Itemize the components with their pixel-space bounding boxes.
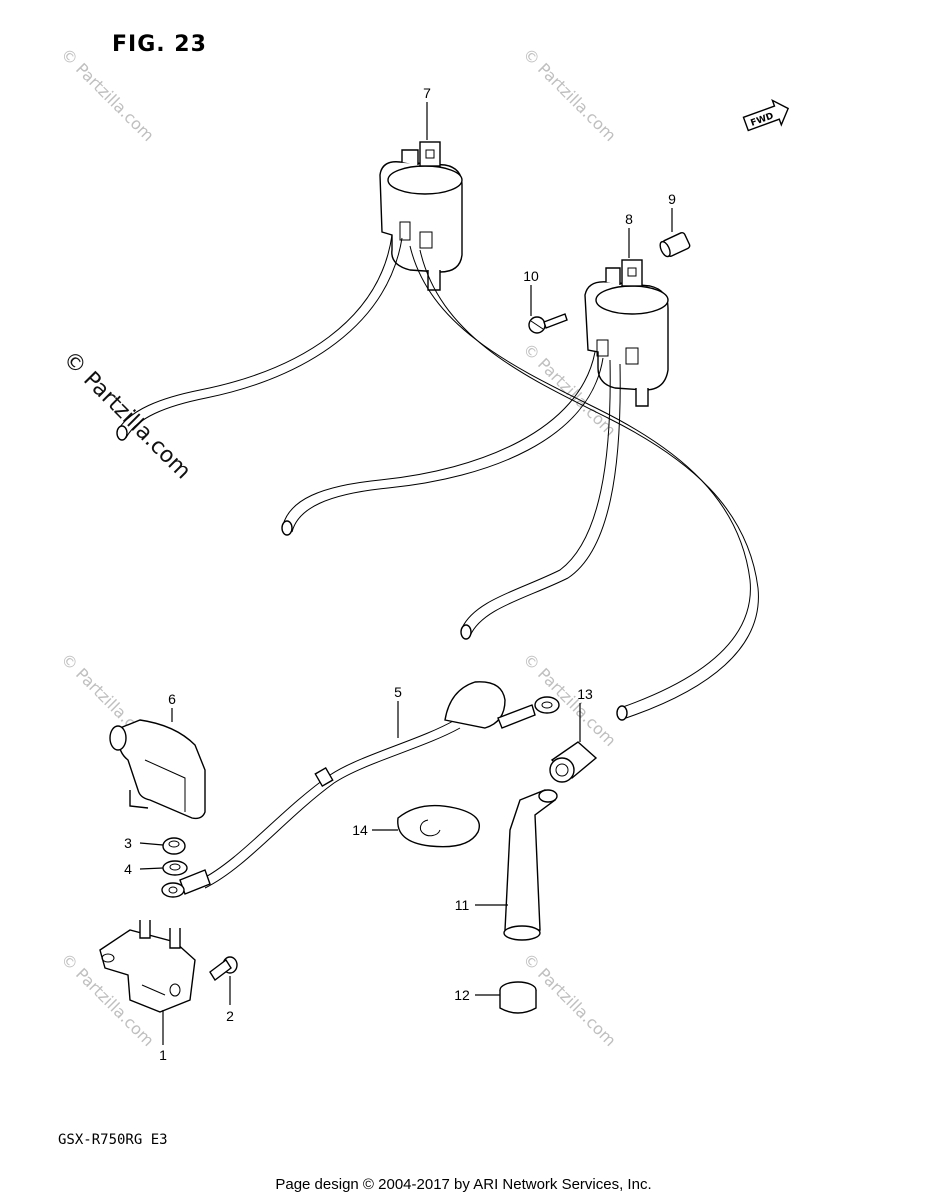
- callout-12: 12: [454, 987, 470, 1003]
- callout-7: 7: [423, 85, 431, 101]
- screw-2: [209, 956, 238, 982]
- nut-3: [162, 837, 186, 855]
- callout-10: 10: [523, 268, 539, 284]
- washer-4: [162, 860, 188, 876]
- callout-3: 3: [124, 835, 132, 851]
- cap-13: [549, 741, 598, 783]
- screw-10: [528, 313, 568, 334]
- seal-12: [499, 981, 537, 1014]
- model-code: GSX-R750RG E3: [58, 1132, 168, 1148]
- callout-11: 11: [455, 897, 470, 913]
- plug-cap-11: [503, 789, 558, 941]
- ht-leads: [116, 234, 759, 721]
- ignition-coil-8: [584, 259, 669, 407]
- callout-leaders: [139, 102, 673, 1045]
- starter-relay-1: [99, 920, 196, 1013]
- page-footer: Page design © 2004-2017 by ARI Network S…: [275, 1176, 652, 1193]
- seal-14: [397, 804, 480, 848]
- watermark-5: © Partzilla.com: [519, 649, 620, 750]
- callout-2: 2: [226, 1008, 234, 1024]
- callout-14: 14: [352, 822, 368, 838]
- callout-13: 13: [577, 686, 593, 702]
- ignition-coil-7: [379, 141, 463, 291]
- lead-wire-5: [161, 681, 560, 898]
- callout-5: 5: [394, 684, 402, 700]
- callout-9: 9: [668, 191, 676, 207]
- cap-9: [659, 231, 691, 258]
- callout-labels: 7 8 9 10 6 5 13 14 3 4 11 12 2 1: [124, 85, 676, 1063]
- callout-4: 4: [124, 861, 132, 877]
- callout-8: 8: [625, 211, 633, 227]
- watermark-1: © Partzilla.com: [57, 44, 158, 145]
- callout-1: 1: [159, 1047, 167, 1063]
- fwd-arrow-icon: FWD: [742, 98, 790, 132]
- callout-6: 6: [168, 691, 176, 707]
- figure-title: FIG. 23: [112, 32, 207, 57]
- watermark-2: © Partzilla.com: [519, 44, 620, 145]
- watermark-large: © Partzilla.com: [58, 347, 196, 485]
- cap-6: [109, 719, 206, 820]
